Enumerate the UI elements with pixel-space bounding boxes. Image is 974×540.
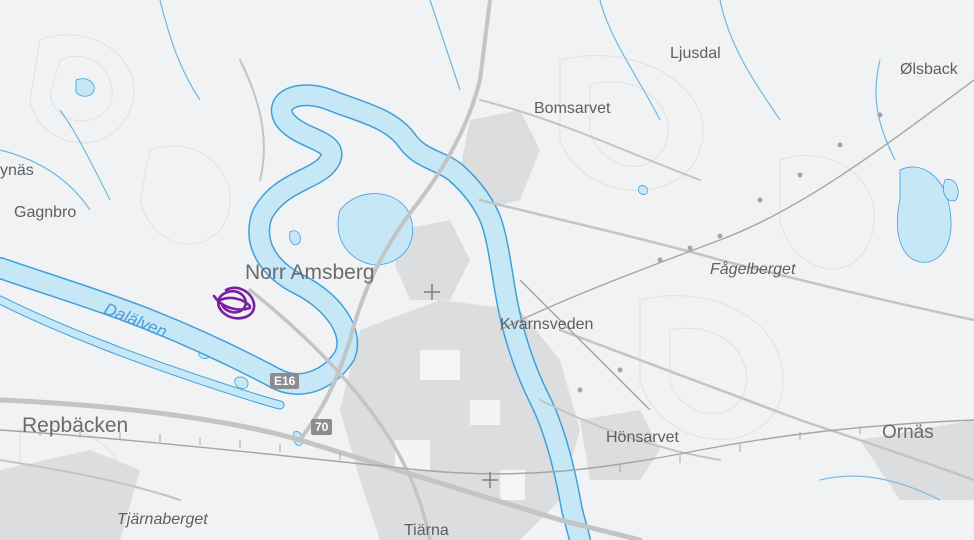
place-label-honsarvet[interactable]: Hönsarvet	[606, 429, 679, 446]
lakes	[75, 78, 959, 446]
road-shield-e16: E16	[270, 373, 300, 389]
road-shield-70: 70	[311, 419, 333, 435]
place-label-tiarna[interactable]: Tiärna	[404, 522, 449, 539]
church-icon	[424, 284, 440, 300]
place-label-tjarnaberget[interactable]: Tjärnaberget	[117, 511, 208, 528]
place-label-fagelberget[interactable]: Fågelberget	[710, 261, 796, 278]
urban-blocks	[395, 350, 525, 500]
place-label-ornas[interactable]: Ornäs	[882, 422, 934, 443]
place-label-olsback[interactable]: Ølsback	[900, 61, 958, 78]
scribble-annotation[interactable]	[212, 286, 256, 320]
terrain-contours	[19, 34, 876, 526]
streams	[0, 0, 941, 501]
railways	[0, 79, 974, 475]
place-label-repbacken[interactable]: Repbäcken	[22, 414, 129, 437]
place-label-nas[interactable]: ynäs	[0, 162, 34, 179]
railway-ties	[39, 422, 921, 472]
place-label-ljusdal[interactable]: Ljusdal	[670, 45, 721, 62]
place-label-bomsarvet[interactable]: Bomsarvet	[534, 100, 611, 117]
place-label-kvarnsveden[interactable]: Kvarnsveden	[500, 316, 594, 333]
place-label-gagnbro[interactable]: Gagnbro	[14, 204, 77, 221]
power-line-markers	[577, 112, 883, 393]
church-icon	[482, 472, 498, 488]
place-label-norr-amsberg[interactable]: Norr Amsberg	[245, 261, 375, 284]
